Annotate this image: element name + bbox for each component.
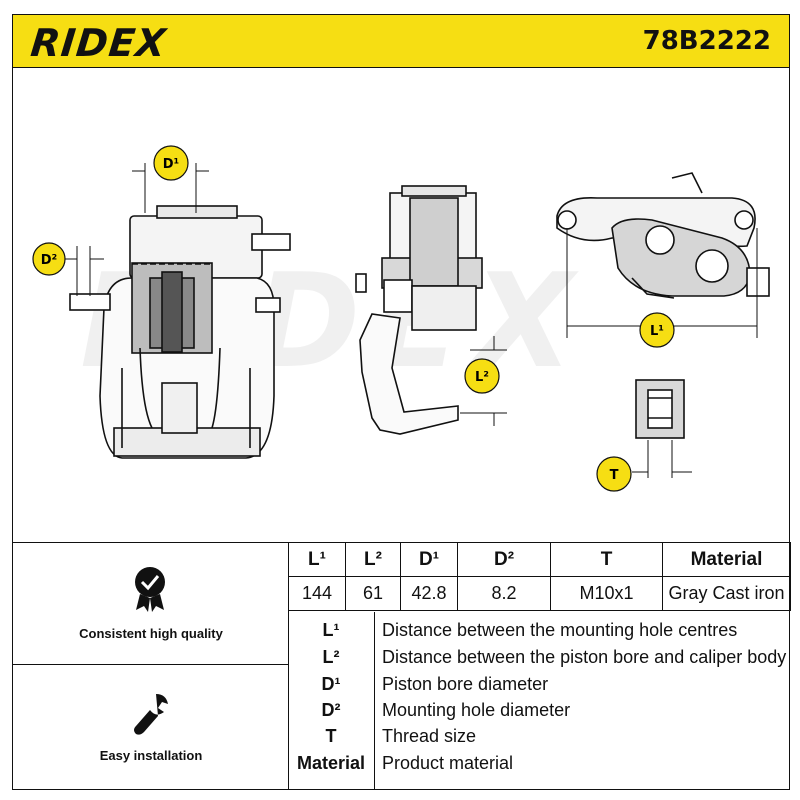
legend-key: D² (321, 700, 341, 720)
feature-label-quality: Consistent high quality (79, 626, 223, 641)
spec-value-t: M10x1 (550, 576, 663, 611)
badge-t: T (596, 456, 632, 492)
feature-label-installation: Easy installation (99, 748, 203, 763)
legend-row: Material Product material (288, 753, 790, 779)
spec-value-d2: 8.2 (457, 576, 551, 611)
caliper-drawing: D¹ D² L² L¹ T (32, 145, 770, 492)
legend-key: Material (296, 753, 366, 773)
spec-table: L¹ L² D¹ D² T Material 144 61 42.8 8.2 M… (288, 542, 791, 611)
spec-header-l2: L² (345, 542, 401, 577)
part-number: 78B2222 (642, 26, 771, 56)
column-divider (288, 542, 289, 790)
legend-key: L¹ (322, 620, 340, 640)
legend-description: Distance between the piston bore and cal… (382, 647, 787, 667)
svg-text:T: T (610, 468, 619, 483)
badge-l2: L² (464, 358, 500, 394)
spec-value-row: 144 61 42.8 8.2 M10x1 Gray Cast iron (288, 576, 791, 611)
svg-text:D²: D² (41, 253, 58, 268)
dimension-legend: L¹ Distance between the mounting hole ce… (288, 612, 790, 790)
spec-value-d1: 42.8 (400, 576, 458, 611)
legend-key: L² (322, 647, 340, 667)
legend-description: Mounting hole diameter (382, 700, 571, 720)
badge-l1: L¹ (639, 312, 675, 348)
svg-text:D¹: D¹ (163, 157, 180, 172)
spec-value-material: Gray Cast iron (662, 576, 791, 611)
legend-row: T Thread size (288, 726, 790, 752)
legend-row: L¹ Distance between the mounting hole ce… (288, 620, 790, 646)
top-view (556, 172, 770, 299)
legend-key: T (325, 726, 337, 746)
legend-row: L² Distance between the piston bore and … (288, 647, 790, 673)
spec-header-l1: L¹ (288, 542, 346, 577)
side-view (355, 185, 483, 435)
legend-description: Product material (382, 753, 514, 773)
spec-header-d1: D¹ (400, 542, 458, 577)
spec-header-material: Material (662, 542, 791, 577)
legend-description: Thread size (382, 726, 477, 746)
legend-description: Piston bore diameter (382, 674, 549, 694)
svg-text:L¹: L¹ (650, 324, 664, 339)
legend-row: D¹ Piston bore diameter (288, 674, 790, 700)
spec-value-l1: 144 (288, 576, 346, 611)
spec-header-t: T (550, 542, 663, 577)
legend-description: Distance between the mounting hole centr… (382, 620, 738, 640)
brand-logo: RIDEX (28, 21, 169, 65)
svg-text:L²: L² (475, 370, 489, 385)
legend-row: D² Mounting hole diameter (288, 700, 790, 726)
content-frame (12, 68, 790, 790)
badge-d2: D² (32, 242, 66, 276)
front-view (69, 205, 291, 459)
spec-value-l2: 61 (345, 576, 401, 611)
badge-d1: D¹ (153, 145, 189, 181)
quality-check-icon (135, 567, 165, 612)
legend-divider (374, 612, 375, 790)
spec-header-d2: D² (457, 542, 551, 577)
legend-key: D¹ (321, 674, 341, 694)
spec-header-row: L¹ L² D¹ D² T Material (288, 542, 791, 577)
thread-detail (632, 379, 692, 478)
wrench-icon (134, 694, 168, 735)
feature-divider (12, 664, 288, 665)
header-bar: RIDEX 78B2222 (12, 14, 790, 68)
